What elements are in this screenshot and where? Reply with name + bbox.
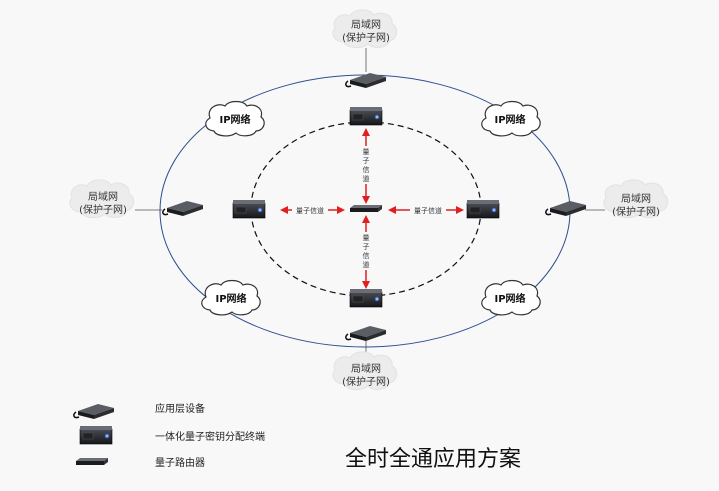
- application-device-bottom-icon: [345, 325, 387, 342]
- legend-label-quantum-router: 量子路由器: [155, 456, 205, 469]
- svg-text:子: 子: [363, 243, 370, 251]
- legend-label-application-device: 应用层设备: [155, 402, 205, 415]
- lan-cloud-bottom: 局域网 (保护子网): [332, 351, 398, 391]
- diagram-title: 全时全通应用方案: [345, 447, 521, 472]
- svg-text:(保护子网): (保护子网): [79, 203, 127, 216]
- ip-cloud-top-right: IP网络: [481, 100, 541, 137]
- central-quantum-router-icon: [350, 205, 382, 212]
- ip-cloud-bottom-left: IP网络: [201, 279, 261, 316]
- svg-text:量: 量: [363, 234, 370, 242]
- lan-cloud-top: 局域网 (保护子网): [332, 9, 398, 49]
- channel-label-bottom: 量 子 信 道: [361, 232, 371, 270]
- svg-text:IP网络: IP网络: [494, 292, 525, 305]
- svg-text:信: 信: [363, 251, 370, 260]
- qkd-terminal-left-icon: [232, 199, 266, 219]
- svg-text:局域网: 局域网: [88, 190, 118, 203]
- svg-text:(保护子网): (保护子网): [612, 205, 660, 218]
- qkd-terminal-top-icon: [349, 106, 383, 126]
- channel-label-right: 量子信道: [414, 206, 442, 215]
- legend-label-qkd-terminal: 一体化量子密钥分配终端: [155, 430, 265, 443]
- svg-text:量: 量: [363, 148, 370, 156]
- svg-text:子: 子: [363, 157, 370, 165]
- svg-text:IP网络: IP网络: [494, 113, 525, 126]
- legend-qkd-terminal-icon: [79, 425, 113, 445]
- ip-cloud-top-left: IP网络: [205, 100, 265, 137]
- svg-text:(保护子网): (保护子网): [342, 375, 390, 388]
- channel-label-top: 量 子 信 道: [361, 146, 371, 184]
- svg-text:道: 道: [363, 260, 370, 269]
- qkd-terminal-right-icon: [466, 199, 500, 219]
- svg-text:IP网络: IP网络: [215, 292, 246, 305]
- svg-text:道: 道: [363, 174, 370, 183]
- qkd-terminal-bottom-icon: [349, 288, 383, 308]
- legend: 应用层设备 一体化量子密钥分配终端 量子路由器: [73, 402, 265, 469]
- svg-text:(保护子网): (保护子网): [342, 31, 390, 44]
- legend-application-device-icon: [73, 403, 115, 420]
- svg-text:IP网络: IP网络: [219, 113, 250, 126]
- legend-quantum-router-icon: [76, 458, 108, 465]
- lan-cloud-right: 局域网 (保护子网): [603, 179, 669, 219]
- channel-label-left: 量子信道: [296, 206, 324, 215]
- application-device-left-icon: [162, 200, 204, 217]
- svg-text:局域网: 局域网: [351, 362, 381, 375]
- svg-text:信: 信: [363, 165, 370, 174]
- lan-cloud-left: 局域网 (保护子网): [69, 179, 135, 219]
- svg-text:局域网: 局域网: [351, 18, 381, 31]
- ip-cloud-bottom-right: IP网络: [481, 279, 541, 316]
- application-device-right-icon: [545, 200, 587, 217]
- svg-text:局域网: 局域网: [621, 192, 651, 205]
